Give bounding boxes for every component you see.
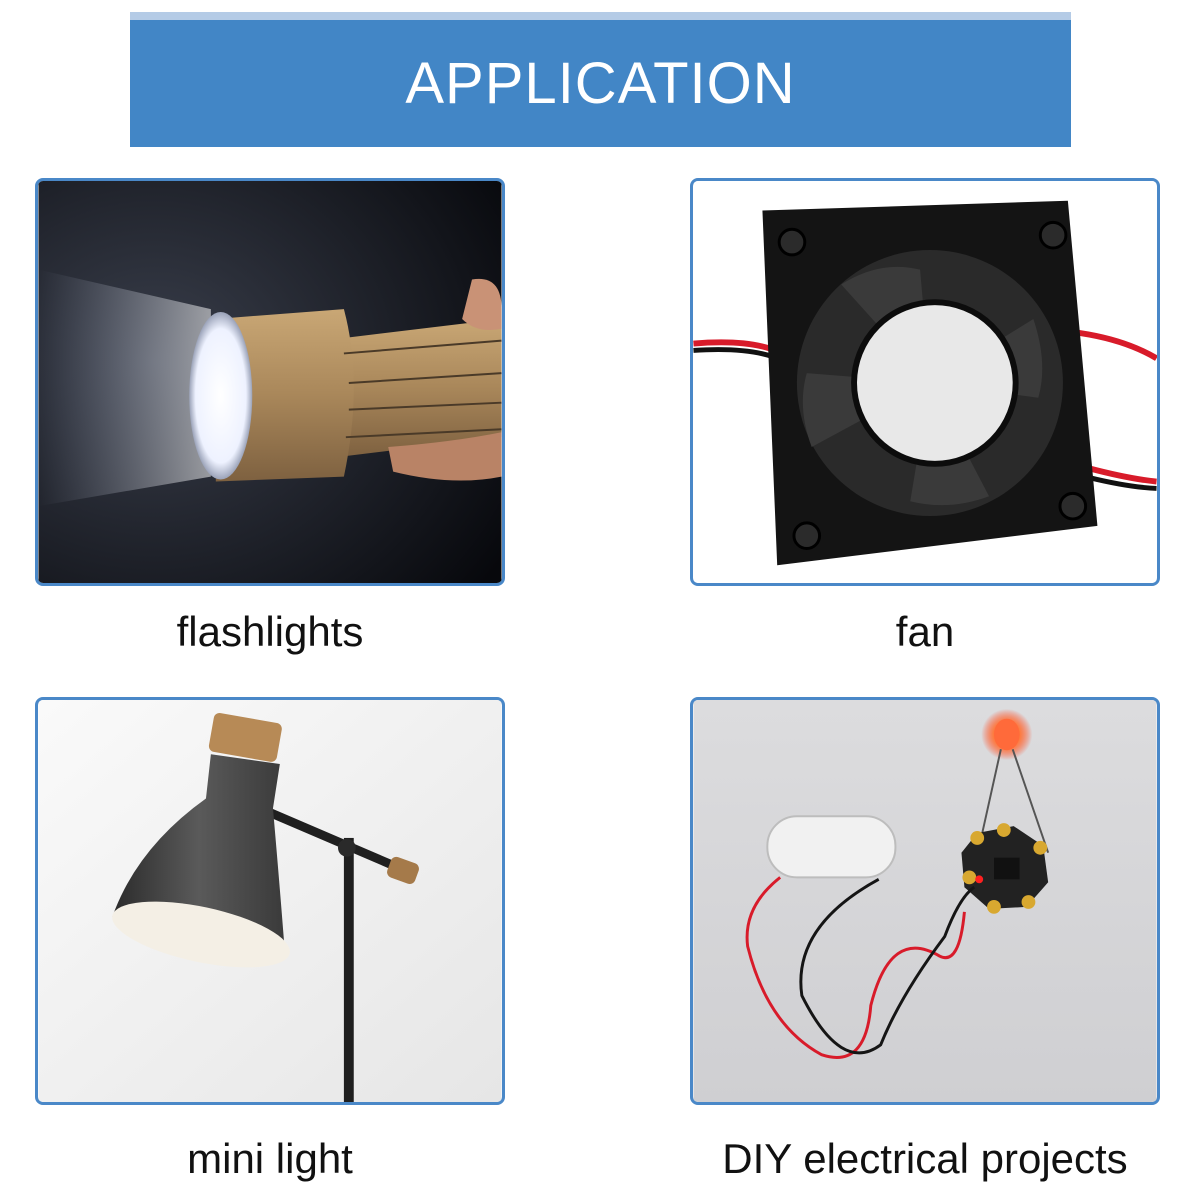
caption-diy-electrical-projects: DIY electrical projects (722, 1135, 1128, 1182)
caption-flashlights: flashlights (176, 608, 364, 655)
caption-mini-light: mini light (187, 1135, 353, 1182)
caption-fan: fan (895, 608, 955, 655)
circuit-image (690, 697, 1160, 1105)
page-title: APPLICATION (405, 51, 796, 116)
cooling-fan-icon (693, 181, 1157, 583)
flashlight-image (35, 178, 505, 586)
flashlight-icon (38, 181, 502, 583)
header-banner: APPLICATION (130, 12, 1071, 147)
desk-lamp-icon (38, 700, 502, 1102)
header-banner-inner: APPLICATION (130, 20, 1071, 147)
fan-image (690, 178, 1160, 586)
lamp-image (35, 697, 505, 1105)
led-circuit-icon (693, 700, 1157, 1102)
